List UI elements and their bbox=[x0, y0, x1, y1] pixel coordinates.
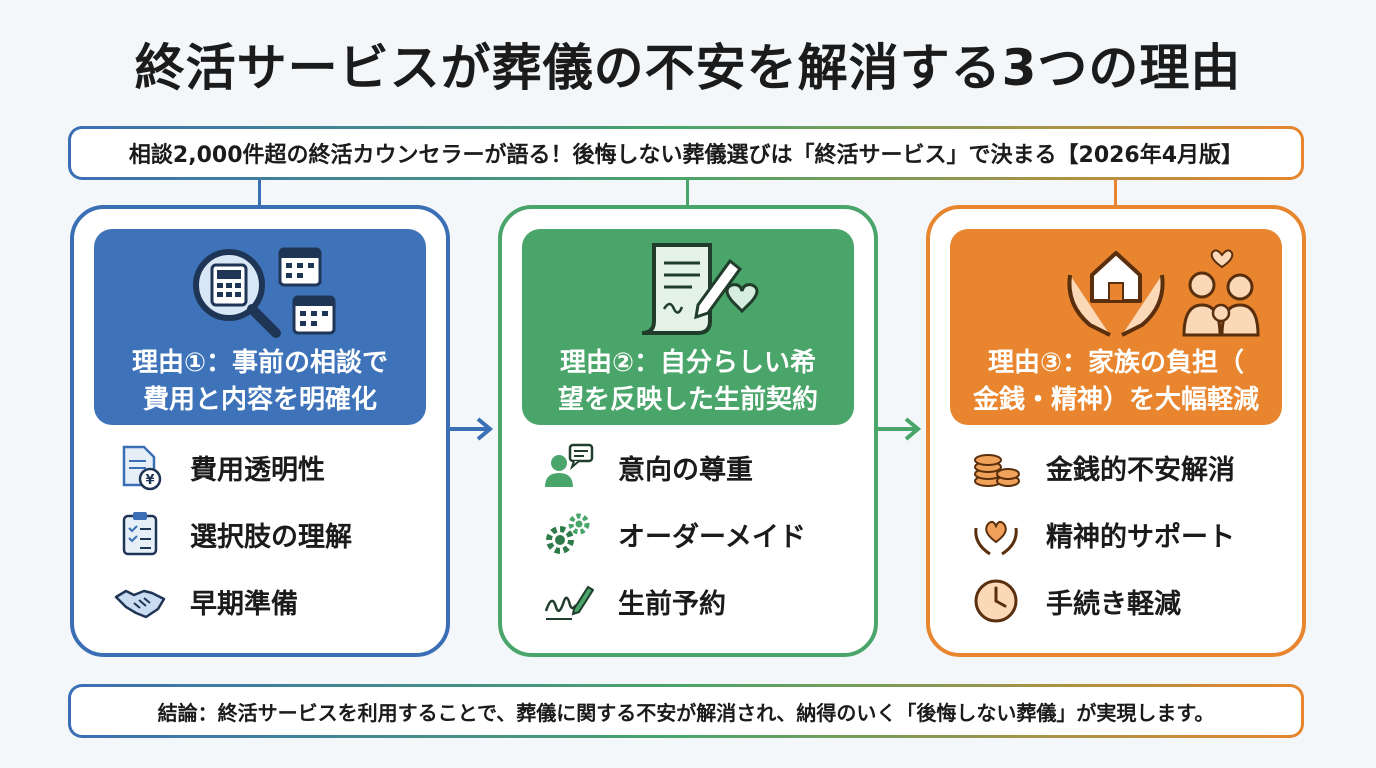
item-label: 精神的サポート bbox=[1046, 521, 1235, 553]
handshake-icon bbox=[114, 589, 166, 619]
reason-title-line: 費用と内容を明確化 bbox=[142, 385, 377, 415]
list-item: 早期準備 bbox=[114, 575, 298, 627]
connector-line bbox=[258, 178, 261, 208]
arrow-right-icon bbox=[876, 417, 922, 441]
reason-title-line: 理由①：事前の相談で bbox=[131, 348, 388, 378]
item-label: 生前予約 bbox=[618, 588, 726, 620]
reason-title: 理由①：事前の相談で 費用と内容を明確化 bbox=[94, 345, 426, 419]
list-item: 手続き軽減 bbox=[970, 575, 1181, 627]
conclusion-banner: 結論：終活サービスを利用することで、葬儀に関する不安が解消され、納得のいく「後悔… bbox=[68, 684, 1304, 738]
subtitle-banner: 相談2,000件超の終活カウンセラーが語る！後悔しない葬儀選びは「終活サービス」… bbox=[68, 126, 1304, 180]
reason-title: 理由②：自分らしい希 望を反映した生前契約 bbox=[522, 345, 854, 419]
person-speech-icon bbox=[545, 443, 594, 487]
reason-title-line: 理由③：家族の負担（ bbox=[987, 348, 1244, 378]
arrow-right-icon bbox=[448, 417, 494, 441]
reason-title-line: 理由②：自分らしい希 bbox=[559, 348, 816, 378]
hands-heart-icon bbox=[974, 520, 1018, 556]
magnifier-calculator-calendar-icon bbox=[193, 247, 336, 338]
list-item: 生前予約 bbox=[542, 575, 726, 627]
reason-card-2: 理由②：自分らしい希 望を反映した生前契約 意向の尊重 オーダーメイド bbox=[498, 205, 878, 657]
list-item: 金銭的不安解消 bbox=[970, 441, 1235, 493]
reason-title-line: 金銭・精神）を大幅軽減 bbox=[972, 385, 1259, 415]
list-item: 精神的サポート bbox=[970, 508, 1235, 560]
svg-text:¥: ¥ bbox=[145, 473, 154, 488]
conclusion-text: 結論：終活サービスを利用することで、葬儀に関する不安が解消され、納得のいく「後悔… bbox=[157, 700, 1215, 725]
reason-title: 理由③：家族の負担（ 金銭・精神）を大幅軽減 bbox=[950, 345, 1282, 419]
signature-pen-icon bbox=[544, 585, 594, 620]
reason-card-header: 理由③：家族の負担（ 金銭・精神）を大幅軽減 bbox=[950, 229, 1282, 425]
connector-line bbox=[1114, 178, 1117, 208]
gears-icon bbox=[546, 513, 590, 554]
item-label: 意向の尊重 bbox=[618, 454, 753, 486]
item-label: 手続き軽減 bbox=[1046, 588, 1181, 620]
list-item: 選択肢の理解 bbox=[114, 508, 352, 560]
item-label: 費用透明性 bbox=[190, 454, 325, 486]
list-item: 意向の尊重 bbox=[542, 441, 753, 493]
page-title: 終活サービスが葬儀の不安を解消する3つの理由 bbox=[134, 39, 1242, 97]
reason-card-header: 理由①：事前の相談で 費用と内容を明確化 bbox=[94, 229, 426, 425]
reason-card-header: 理由②：自分らしい希 望を反映した生前契約 bbox=[522, 229, 854, 425]
coins-icon bbox=[974, 454, 1020, 487]
clock-icon bbox=[974, 579, 1018, 623]
item-label: 選択肢の理解 bbox=[190, 521, 352, 553]
item-label: オーダーメイド bbox=[618, 521, 806, 553]
hands-house-family-icon bbox=[1067, 249, 1260, 337]
document-yen-icon: ¥ bbox=[122, 445, 162, 491]
item-label: 早期準備 bbox=[190, 588, 298, 620]
reason-card-1: 理由①：事前の相談で 費用と内容を明確化 ¥ 費用透明性 bbox=[70, 205, 450, 657]
list-item: オーダーメイド bbox=[542, 508, 806, 560]
reason-card-3: 理由③：家族の負担（ 金銭・精神）を大幅軽減 金銭的不安解消 bbox=[926, 205, 1306, 657]
subtitle-text: 相談2,000件超の終活カウンセラーが語る！後悔しない葬儀選びは「終活サービス」… bbox=[128, 143, 1244, 168]
connector-line bbox=[686, 178, 689, 208]
list-item: ¥ 費用透明性 bbox=[114, 441, 325, 493]
reason-title-line: 望を反映した生前契約 bbox=[557, 385, 818, 415]
clipboard-checklist-icon bbox=[122, 512, 158, 556]
item-label: 金銭的不安解消 bbox=[1046, 454, 1235, 486]
contract-pen-heart-icon bbox=[641, 243, 759, 335]
